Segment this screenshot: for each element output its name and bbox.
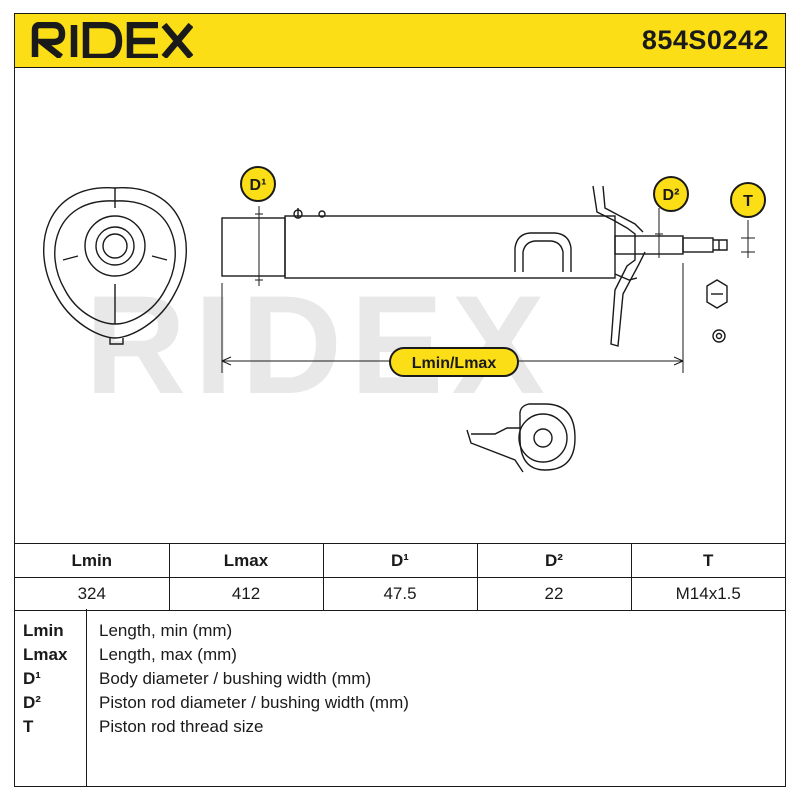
legend-key: Lmin [23, 621, 64, 640]
legend-divider [86, 609, 87, 786]
legend-item: Lmax Length, max (mm) [15, 643, 785, 667]
legend-item: Lmin Length, min (mm) [15, 619, 785, 643]
value-lmax: 412 [168, 577, 323, 611]
col-header-d2: D² [476, 543, 631, 578]
length-callout: Lmin/Lmax [389, 347, 519, 377]
value-d2: 22 [476, 577, 631, 611]
t-label: T [743, 193, 753, 210]
length-label: Lmin/Lmax [412, 355, 497, 372]
legend-key: D² [23, 693, 41, 712]
col-header-d1: D¹ [322, 543, 477, 578]
col-header-t: T [630, 543, 785, 578]
legend-key: D¹ [23, 669, 41, 688]
d1-callout: D¹ [240, 166, 276, 202]
t-callout: T [730, 182, 766, 218]
value-lmin: 324 [15, 577, 169, 611]
col-header-lmin: Lmin [15, 543, 169, 578]
spec-table-header-row: Lmin Lmax D¹ D² T [15, 543, 785, 578]
value-t: M14x1.5 [630, 577, 785, 611]
d2-label: D² [663, 187, 680, 204]
top-mount-drawing [43, 187, 187, 345]
watermark-logo: RIDEX [85, 266, 553, 423]
legend-description: Body diameter / bushing width (mm) [99, 669, 372, 688]
legend-item: D² Piston rod diameter / bushing width (… [15, 691, 785, 715]
d2-callout: D² [653, 176, 689, 212]
product-sheet: 854S0242 RIDEX [14, 13, 786, 787]
d1-label: D¹ [250, 177, 267, 194]
legend-description: Piston rod diameter / bushing width (mm) [99, 693, 409, 712]
technical-drawing: RIDEX [43, 166, 766, 473]
ridex-logo [31, 22, 193, 58]
legend-description: Length, min (mm) [99, 621, 233, 640]
legend-description: Length, max (mm) [99, 645, 237, 664]
part-number: 854S0242 [641, 25, 769, 55]
legend-key: T [23, 717, 34, 736]
spec-table: Lmin Lmax D¹ D² T 324 412 47.5 22 M14x1.… [15, 543, 785, 611]
shock-absorber-drawing [221, 185, 728, 347]
value-d1: 47.5 [322, 577, 477, 611]
legend-item: D¹ Body diameter / bushing width (mm) [15, 667, 785, 691]
legend: Lmin Length, min (mm) Lmax Length, max (… [15, 609, 785, 786]
legend-key: Lmax [23, 645, 68, 664]
dimension-lines [221, 206, 755, 373]
legend-item: T Piston rod thread size [15, 715, 785, 739]
header-bar: 854S0242 [15, 14, 785, 68]
col-header-lmax: Lmax [168, 543, 323, 578]
spec-table-value-row: 324 412 47.5 22 M14x1.5 [15, 577, 785, 611]
legend-description: Piston rod thread size [99, 717, 264, 736]
lower-bushing-drawing [466, 403, 576, 473]
